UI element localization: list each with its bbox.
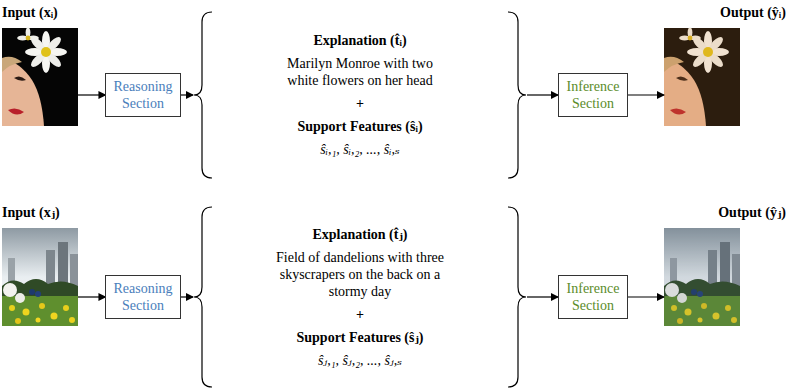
box-label: Inference Section [566, 280, 620, 314]
image-panel: Input (xⱼ) [2, 204, 78, 330]
left-brace [194, 207, 212, 387]
input-image [2, 228, 78, 326]
bracket-text: ŝⱼ,₁, ŝⱼ,₂, ..., ŝⱼ,ₛ [318, 352, 402, 369]
image-label: Input (xⱼ) [2, 204, 78, 221]
bracket-text: Support Features (ŝⱼ) [296, 329, 423, 346]
input-image [2, 27, 78, 126]
flow-arrow [628, 94, 664, 95]
process-box: Inference Section [558, 275, 628, 319]
flow-arrow [78, 94, 105, 95]
bracket-text: ŝᵢ,₁, ŝᵢ,₂, ..., ŝᵢ,ₛ [320, 141, 399, 158]
right-brace [508, 207, 526, 387]
box-label: Inference Section [566, 78, 620, 112]
image-label: Output (ŷᵢ) [664, 4, 786, 21]
process-box: Reasoning Section [105, 275, 180, 319]
process-box: Reasoning Section [105, 73, 180, 117]
bracket-group: Explanation (t̂ᵢ) Marilyn Monroe with two… [193, 12, 527, 178]
flow-arrow [78, 296, 105, 297]
bracket-text: + [356, 95, 364, 112]
image-label: Input (xᵢ) [2, 4, 78, 21]
output-image [664, 228, 740, 326]
flow-arrow [628, 296, 664, 297]
flow-arrow [181, 296, 193, 297]
right-brace [508, 12, 526, 178]
image-panel: Output (ŷᵢ) [664, 4, 786, 128]
bracket-text: Explanation (t̂ⱼ) [312, 226, 407, 243]
image-panel: Input (xᵢ) [2, 4, 78, 128]
image-label: Output (ŷⱼ) [664, 204, 786, 221]
bracket-text: Support Features (ŝᵢ) [297, 118, 422, 135]
flow-arrow [527, 94, 558, 95]
bracket-text: + [356, 306, 364, 323]
left-brace [194, 12, 212, 178]
bracket-text: Explanation (t̂ᵢ) [313, 32, 406, 49]
bracket-group: Explanation (t̂ⱼ) Field of dandelions wit… [193, 207, 527, 387]
flow-arrow [527, 296, 558, 297]
explanation-text: Field of dandelions with three skyscrape… [271, 249, 449, 300]
image-panel: Output (ŷⱼ) [664, 204, 786, 330]
flow-arrow [181, 94, 193, 95]
process-box: Inference Section [558, 73, 628, 117]
explanation-text: Marilyn Monroe with two white flowers on… [271, 55, 449, 89]
output-image [664, 27, 740, 126]
box-label: Reasoning Section [113, 280, 172, 314]
box-label: Reasoning Section [113, 78, 172, 112]
